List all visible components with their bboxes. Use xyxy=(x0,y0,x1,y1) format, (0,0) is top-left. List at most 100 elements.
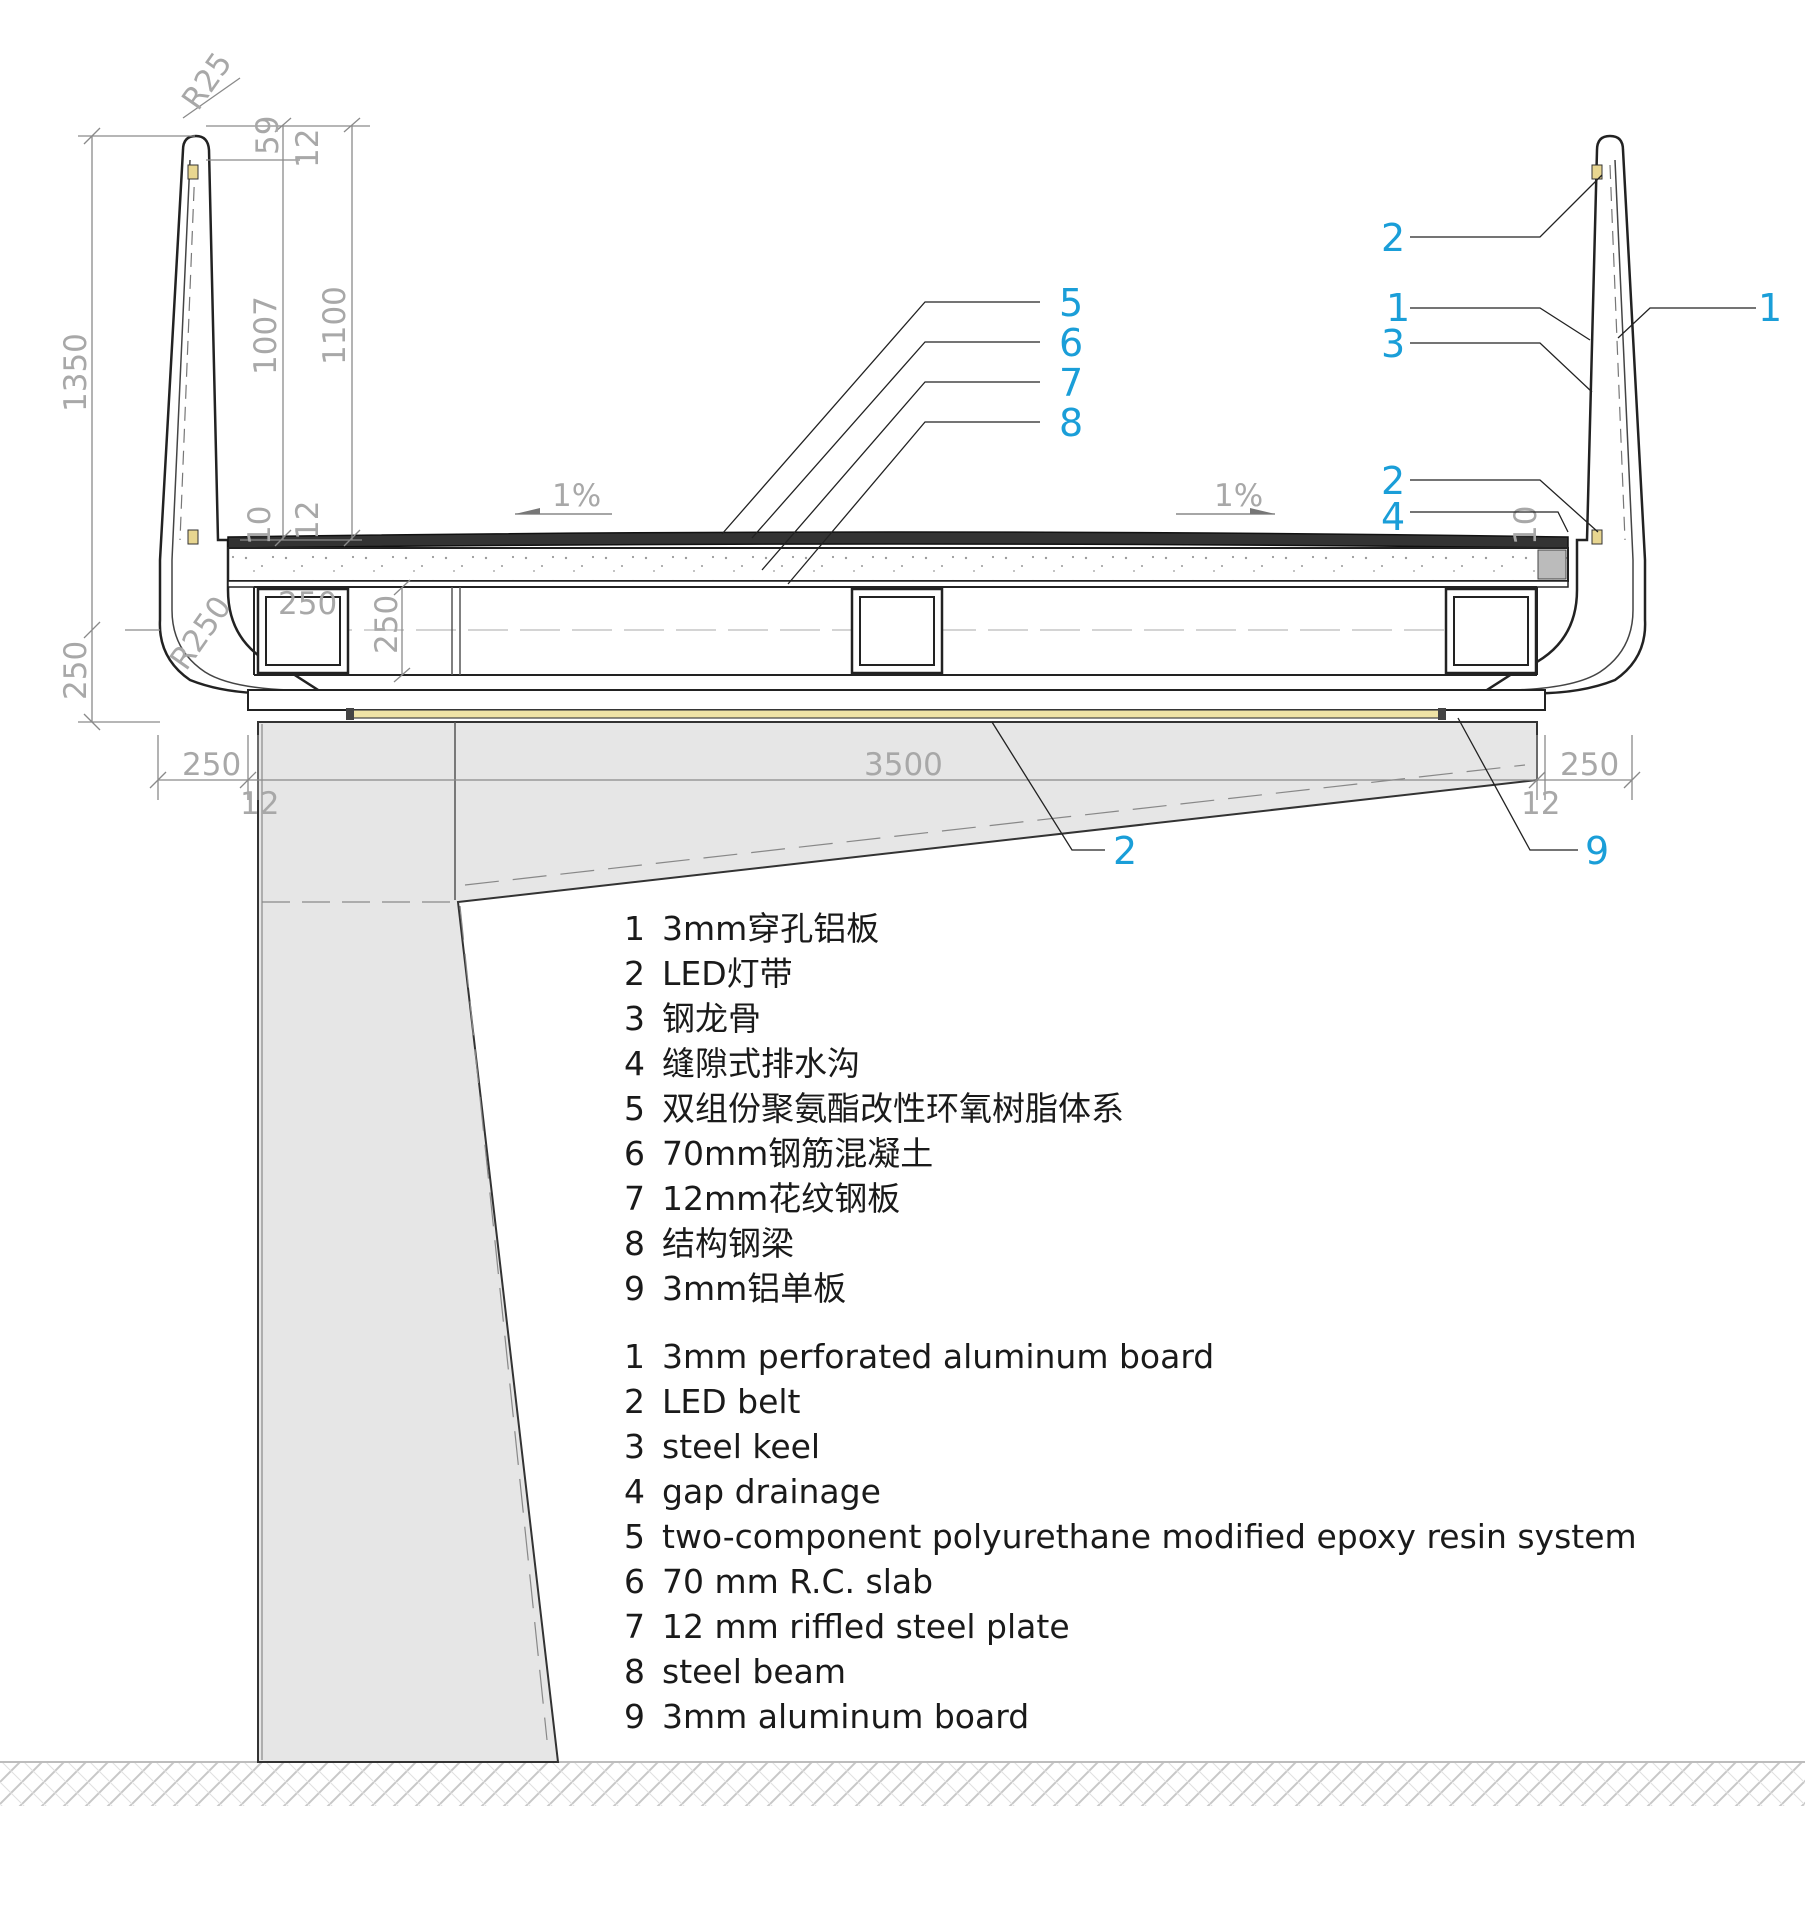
legend-item: 2 LED belt xyxy=(624,1379,1637,1424)
slope-arrowhead-left xyxy=(515,508,540,514)
callout-1-inner: 1 xyxy=(1386,286,1410,330)
legend-item: 9 3mm铝单板 xyxy=(624,1266,1124,1311)
legend-english: 1 3mm perforated aluminum board 2 LED belt… xyxy=(624,1334,1637,1739)
slope-label-left: 1% xyxy=(552,478,601,514)
legend-item: 9 3mm aluminum board xyxy=(624,1694,1637,1739)
legend-text: 12 mm riffled steel plate xyxy=(662,1607,1070,1646)
dim-10-rail-left: 10 xyxy=(242,506,278,545)
legend-number: 2 xyxy=(624,954,645,993)
legend-text: LED belt xyxy=(662,1382,801,1421)
callout-4: 4 xyxy=(1381,495,1405,539)
legend-item: 1 3mm perforated aluminum board xyxy=(624,1334,1637,1379)
dim-1100: 1100 xyxy=(317,286,353,365)
dim-250-left: 250 xyxy=(182,747,241,783)
legend-number: 7 xyxy=(624,1607,645,1646)
callout-6: 6 xyxy=(1059,321,1083,365)
legend-number: 1 xyxy=(624,909,645,948)
legend-number: 5 xyxy=(624,1517,645,1556)
dim-250-right: 250 xyxy=(1560,747,1619,783)
legend-number: 3 xyxy=(624,1427,645,1466)
legend-number: 2 xyxy=(624,1382,645,1421)
aluminum-soffit xyxy=(247,689,1546,711)
dim-59: 59 xyxy=(250,116,286,155)
callout-2-soffit: 2 xyxy=(1113,829,1137,873)
legend-text: 12mm花纹钢板 xyxy=(662,1179,901,1218)
legend-item: 3 steel keel xyxy=(624,1424,1637,1469)
legend-text: 双组份聚氨酯改性环氧树脂体系 xyxy=(662,1089,1124,1128)
callout-8: 8 xyxy=(1059,401,1083,445)
legend-number: 6 xyxy=(624,1134,645,1173)
led-belt-left-top xyxy=(187,164,199,180)
soffit-clip xyxy=(1438,708,1446,720)
legend-text: gap drainage xyxy=(662,1472,881,1511)
pier xyxy=(257,721,1538,1763)
dim-12-left: 12 xyxy=(240,786,279,822)
rc-slab-end xyxy=(1537,549,1567,580)
box-beam-right-inner xyxy=(1453,596,1529,666)
box-beam-left xyxy=(256,587,350,675)
dim-12-rail-left: 12 xyxy=(290,501,326,540)
legend-item: 7 12 mm riffled steel plate xyxy=(624,1604,1637,1649)
horizontal-dimension-lines xyxy=(149,735,1641,800)
railing-right xyxy=(1483,134,1647,695)
box-beam-center-inner xyxy=(859,596,935,666)
legend-number: 8 xyxy=(624,1652,645,1691)
box-beam-center xyxy=(850,587,944,675)
legend-number: 7 xyxy=(624,1179,645,1218)
callout-7: 7 xyxy=(1059,361,1083,405)
box-beam-left-inner xyxy=(265,596,341,666)
led-belt-soffit xyxy=(351,709,1443,719)
railing-right-inner xyxy=(1514,159,1634,691)
legend-text: 3mm perforated aluminum board xyxy=(662,1337,1215,1376)
legend-number: 9 xyxy=(624,1697,645,1736)
ground-hatch xyxy=(0,1762,1805,1806)
box-beam-right xyxy=(1444,587,1538,675)
legend-text: steel beam xyxy=(662,1652,847,1691)
legend-text: 3mm aluminum board xyxy=(662,1697,1030,1736)
led-belt-left-bottom xyxy=(187,529,199,545)
rc-slab xyxy=(227,547,1569,582)
dim-1350: 1350 xyxy=(58,333,94,412)
led-belt-right-bottom xyxy=(1591,529,1603,545)
slope-label-right: 1% xyxy=(1214,478,1263,514)
legend-number: 4 xyxy=(624,1472,645,1511)
legend-item: 4 gap drainage xyxy=(624,1469,1637,1514)
legend-item: 3 钢龙骨 xyxy=(624,996,1124,1041)
legend-text: 3mm穿孔铝板 xyxy=(662,909,880,948)
legend-number: 6 xyxy=(624,1562,645,1601)
leader-lines xyxy=(721,174,1756,851)
callout-9: 9 xyxy=(1585,829,1609,873)
legend-number: 9 xyxy=(624,1269,645,1308)
legend-item: 2 LED灯带 xyxy=(624,951,1124,996)
pier-centerline xyxy=(459,905,548,1741)
dim-250-height: 250 xyxy=(58,641,94,700)
dim-250-beam-height: 250 xyxy=(369,595,405,654)
dim-12-right: 12 xyxy=(1521,786,1560,822)
callout-2-bottom: 2 xyxy=(1381,459,1405,503)
legend-number: 1 xyxy=(624,1337,645,1376)
epoxy-surface xyxy=(227,531,1569,549)
legend-text: 钢龙骨 xyxy=(662,999,761,1038)
callout-1-outer: 1 xyxy=(1758,286,1782,330)
led-belt-right-top xyxy=(1591,164,1603,180)
legend-item: 1 3mm穿孔铝板 xyxy=(624,906,1124,951)
legend-text: 缝隙式排水沟 xyxy=(662,1044,860,1083)
railing-left-inner xyxy=(171,159,291,691)
callout-5: 5 xyxy=(1059,281,1083,325)
callout-3: 3 xyxy=(1381,322,1405,366)
dimension-lines xyxy=(78,77,411,731)
dim-12-top: 12 xyxy=(290,129,326,168)
legend-text: 3mm铝单板 xyxy=(662,1269,847,1308)
legend-text: steel keel xyxy=(662,1427,821,1466)
legend-text: LED灯带 xyxy=(662,954,793,993)
legend-item: 8 steel beam xyxy=(624,1649,1637,1694)
soffit-clip xyxy=(346,708,354,720)
legend-number: 3 xyxy=(624,999,645,1038)
